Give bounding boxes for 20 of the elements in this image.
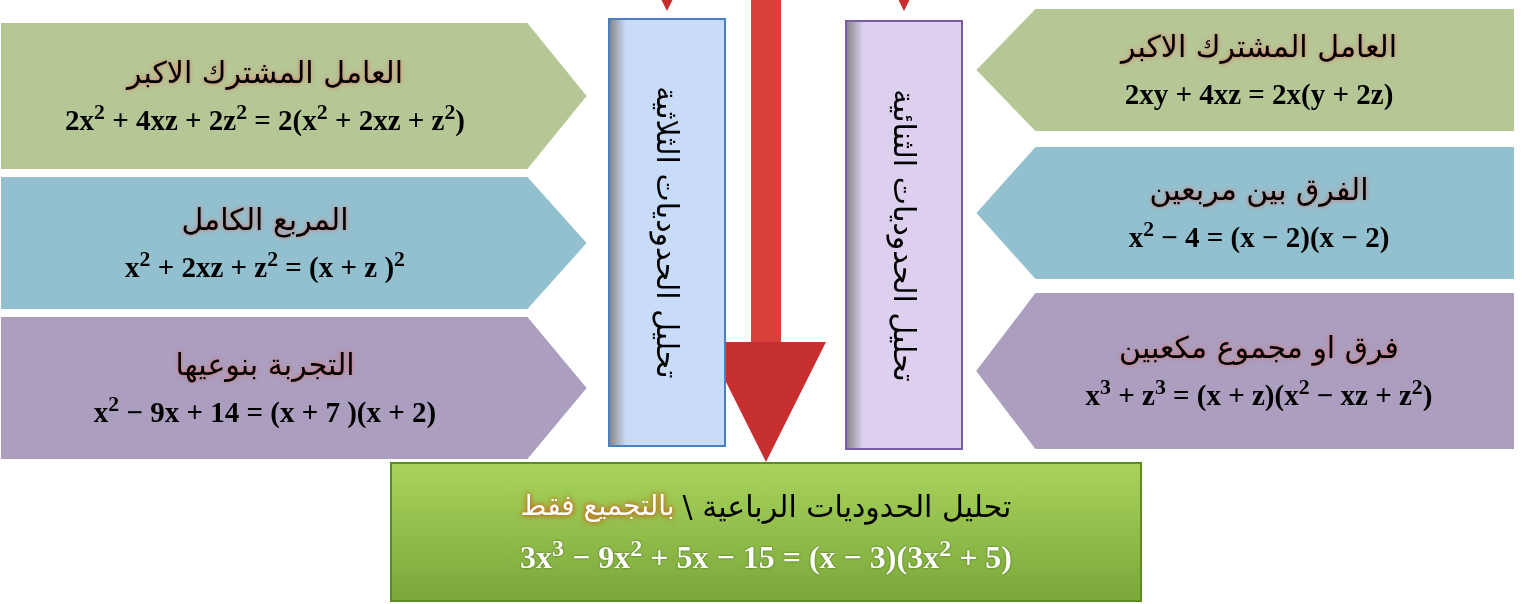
equation: 2xy + 4xz = 2x(y + 2z) [1124, 76, 1394, 112]
summary-banner [390, 462, 1142, 602]
method-title: التجربة بنوعيها [175, 345, 355, 385]
category-column [845, 20, 963, 450]
method-title: العامل المشترك الاكبر [126, 53, 404, 92]
banner-highlight: بالتجميع فقط [520, 488, 675, 524]
method-title: فرق او مجموع مكعبين [1119, 328, 1399, 368]
equation: x$^{2}$ + 2xz + z$^{2}$ = (x + z )$^{2}$ [125, 245, 405, 285]
column-title: تحليل الحدوديات الثنائية [885, 88, 923, 382]
method-title: الفرق بين مربعين [1149, 170, 1369, 209]
column-title: تحليل الحدوديات الثلاثية [648, 86, 686, 379]
method-title: العامل المشترك الاكبر [1120, 27, 1398, 66]
equation: x$^{2}$ − 9x + 14 = (x + 7 )(x + 2) [93, 390, 437, 430]
equation: x$^{3}$ + z$^{3}$ = (x + z)(x$^{2}$ − xz + z$^{2}$) [1085, 373, 1433, 413]
method-title: المربع الكامل [181, 200, 349, 240]
category-column [608, 18, 726, 447]
equation: 2x$^{2}$ + 4xz + 2z$^{2}$ = 2(x$^{2}$ + 2xz + z$^{2}$) [65, 98, 465, 138]
equation: x$^{2}$ − 4 = (x − 2)(x − 2) [1128, 215, 1390, 255]
banner-title: تحليل الحدوديات الرباعية \ [682, 487, 1012, 527]
equation: 3x$^{3}$ − 9x$^{2}$ + 5x − 15 = (x − 3)(3x$^{2}$ + 5) [520, 533, 1012, 577]
